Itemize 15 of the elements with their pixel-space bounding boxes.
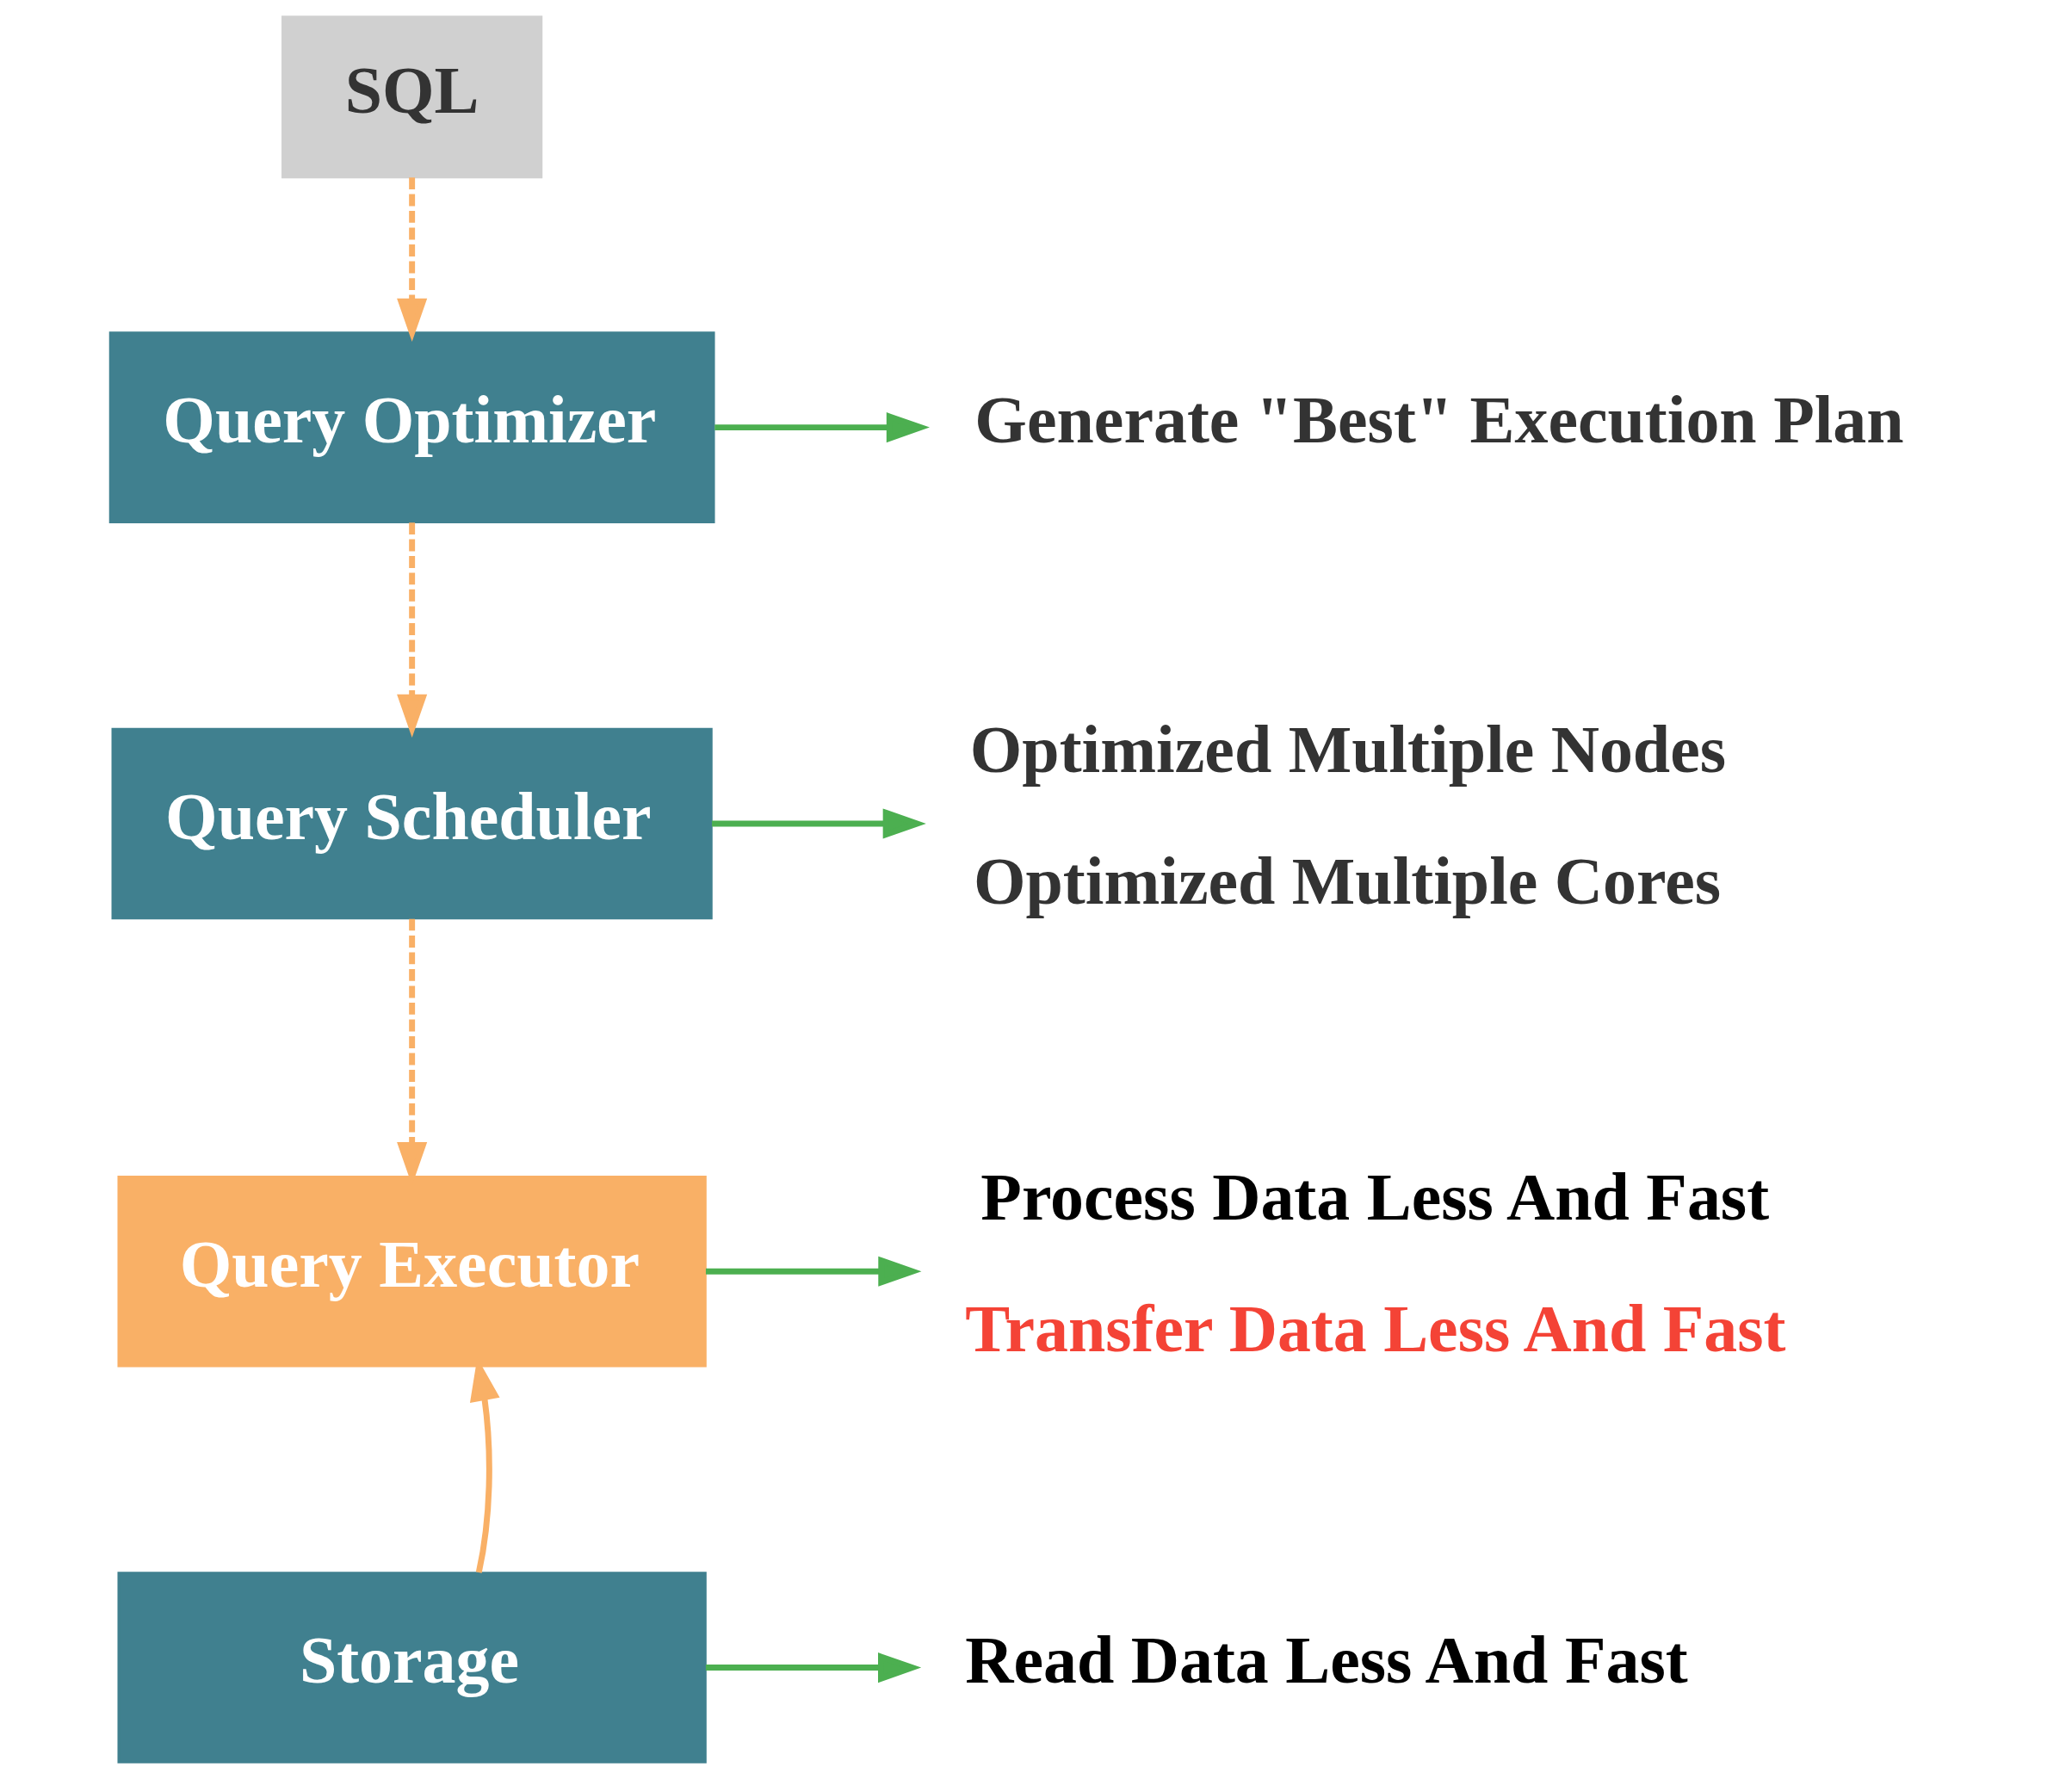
arrow	[396, 522, 427, 738]
arrow	[396, 177, 427, 342]
node-box: Query Scheduler	[111, 727, 713, 920]
node-text: Optimized Multiple Nodes Optimized Multiple Cores	[969, 712, 1726, 918]
node-box: Storage	[116, 1572, 707, 1764]
node-box: Query Optimizer	[108, 331, 715, 523]
arrow	[705, 1652, 921, 1683]
node-box: SQL	[281, 15, 542, 179]
arrow	[705, 1256, 921, 1287]
node-box: Query Executor	[116, 1175, 707, 1368]
node-text: Read Data Less And Fast	[964, 1623, 1688, 1698]
node-text: Process Data Less And Fast Transfer Data Less And Fast	[964, 1160, 1786, 1367]
node-text: Generate "Best" Execution Plan	[974, 383, 1904, 458]
arrow	[714, 412, 930, 443]
arrow	[711, 808, 926, 839]
